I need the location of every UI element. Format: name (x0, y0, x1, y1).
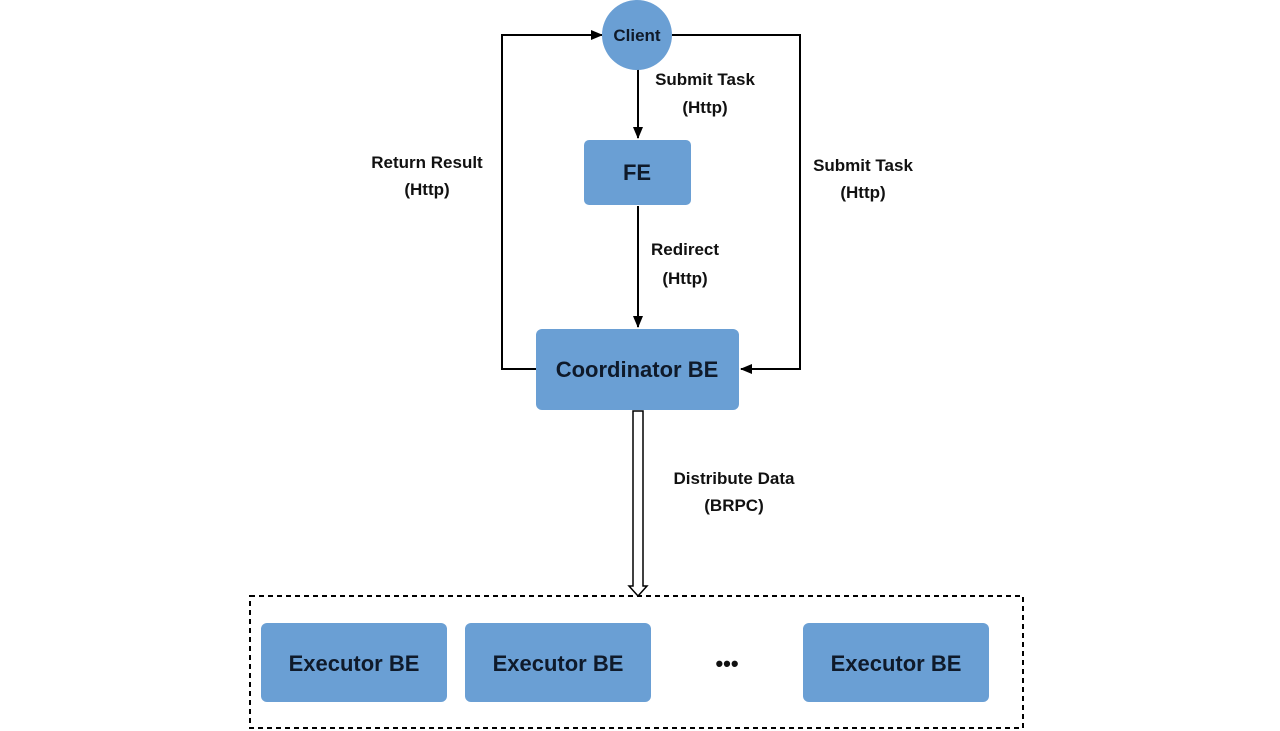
distribute-data-label-line1: Distribute Data (674, 469, 795, 488)
client-to-fe-label-line2: (Http) (682, 98, 727, 117)
executor-group (249, 595, 1024, 729)
executor-node-1: Executor BE (261, 623, 447, 702)
client-label: Client (613, 26, 661, 45)
edge-coordinator-to-client (501, 30, 603, 370)
client-node: Client (602, 0, 672, 70)
executor-label-2: Executor BE (493, 651, 624, 676)
client-to-coordinator-label-line2: (Http) (840, 183, 885, 202)
executor-ellipsis: ••• (715, 651, 738, 676)
client-to-coordinator-label-line1: Submit Task (813, 156, 913, 175)
fe-to-coordinator-label-line2: (Http) (662, 269, 707, 288)
client-circle (602, 0, 672, 70)
executor-node-3: Executor BE (803, 623, 989, 702)
executor-box-1 (261, 623, 447, 702)
executor-label-1: Executor BE (289, 651, 420, 676)
edge-coordinator-to-executors (627, 410, 649, 598)
coordinator-box (536, 329, 739, 410)
coordinator-to-client-label-line1: Return Result (371, 153, 483, 172)
distribute-data-label-line2: (BRPC) (704, 496, 764, 515)
edge-client-to-coordinator (672, 34, 801, 374)
coordinator-label: Coordinator BE (556, 357, 719, 382)
executor-label-3: Executor BE (831, 651, 962, 676)
coordinator-node: Coordinator BE (536, 329, 739, 410)
fe-label: FE (623, 160, 651, 185)
executor-box-3 (803, 623, 989, 702)
fe-box (584, 140, 691, 205)
fe-to-coordinator-label-line1: Redirect (651, 240, 719, 259)
fe-node: FE (584, 140, 691, 205)
executor-node-2: Executor BE (465, 623, 651, 702)
executor-box-2 (465, 623, 651, 702)
coordinator-to-client-label-line2: (Http) (404, 180, 449, 199)
client-to-fe-label-line1: Submit Task (655, 70, 755, 89)
